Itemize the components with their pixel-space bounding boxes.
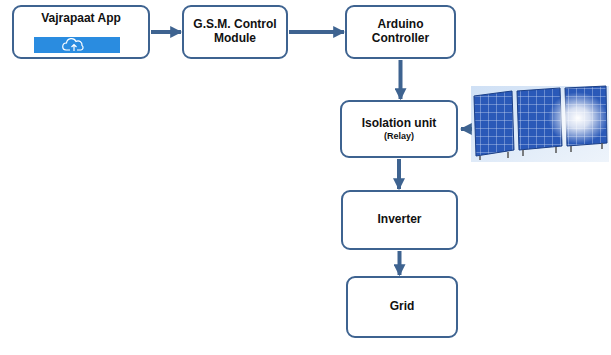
process-box: Vajrapaat App [12,5,150,59]
box-label: Vajrapaat App [41,12,121,26]
flow-arrow [289,30,344,34]
cloud-upload-icon [34,37,120,53]
process-box: Grid [346,276,458,338]
flow-arrow [151,30,181,34]
flow-arrow [397,159,401,189]
box-label: Arduino Controller [353,18,448,46]
icon-button [34,37,120,53]
sky-ground [471,86,609,162]
box-sublabel: (Relay) [384,131,414,141]
upload-arrow [72,45,77,52]
solar-panel-picture [471,86,609,162]
box-label: Grid [390,300,415,314]
box-label: Inverter [377,213,421,227]
solar-panel [474,91,514,156]
box-label: Isolation unit [362,117,437,131]
sun-glare [548,92,608,144]
panel-leg [480,143,602,160]
box-label: G.S.M. Control Module [190,18,280,46]
cloud-outline [63,39,83,50]
flow-arrow [398,251,402,275]
process-box: Arduino Controller [345,5,456,59]
process-box: G.S.M. Control Module [182,5,288,59]
flow-arrow [399,60,403,99]
power-arrow [461,127,472,131]
process-box: Inverter [341,190,458,250]
process-box: Isolation unit(Relay) [340,100,458,158]
